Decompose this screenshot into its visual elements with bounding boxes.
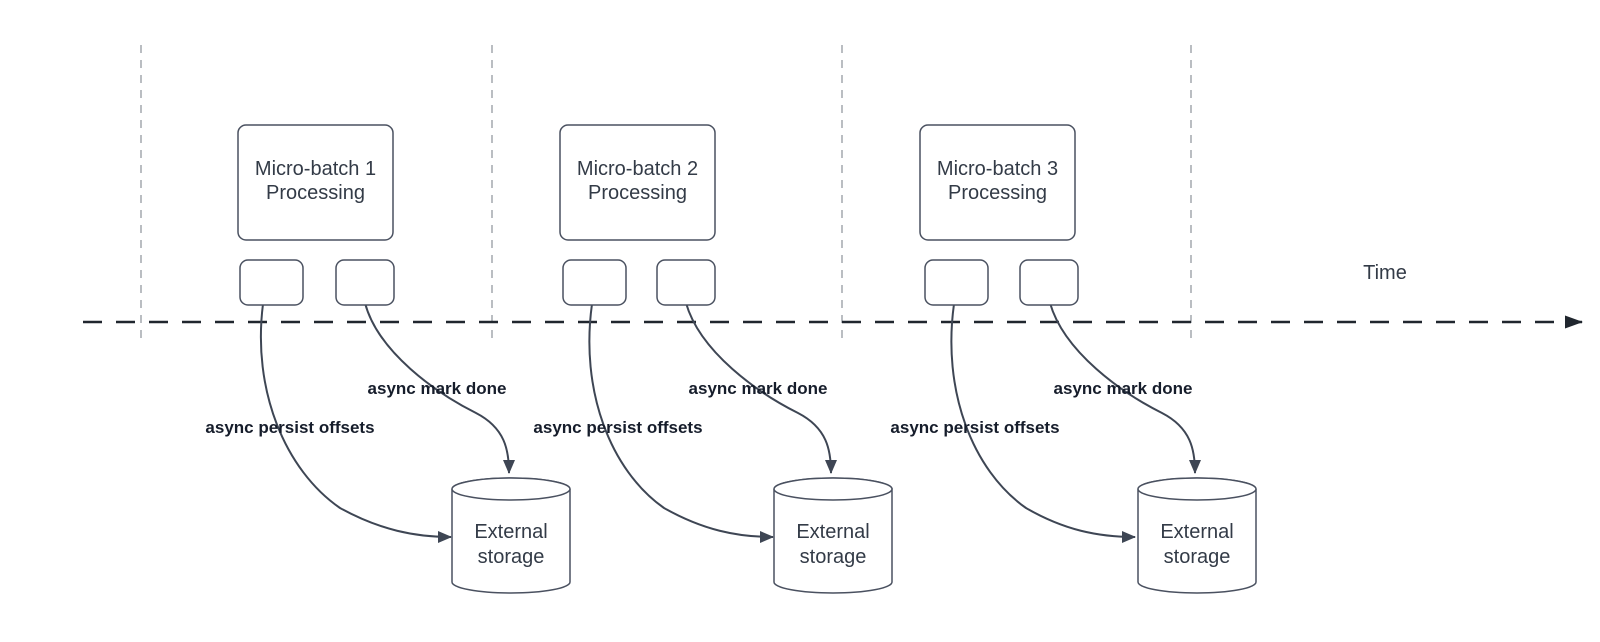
external-storage-cylinder-top [773, 477, 893, 501]
external-storage-label-line2: storage [1164, 546, 1231, 568]
external-storage-cylinder-top [1137, 477, 1257, 501]
external-storage-label-line1: External [474, 521, 547, 543]
persist-offsets-arrow [588, 303, 774, 543]
micro-batch-box [559, 124, 716, 241]
micro-batch-group-2: Micro-batch 2 Processing External storag… [533, 124, 893, 594]
mark-done-arrow [685, 302, 837, 474]
mark-done-arrow [364, 302, 515, 474]
mark-done-task-box [335, 259, 395, 306]
persist-offsets-task-box [562, 259, 627, 306]
micro-batch-box [919, 124, 1076, 241]
persist-offsets-arrow-label: async persist offsets [533, 418, 702, 437]
mark-done-task-box [656, 259, 716, 306]
micro-batch-title-line1: Micro-batch 2 [577, 158, 698, 180]
persist-offsets-arrow [950, 303, 1136, 543]
persist-offsets-arrow-label: async persist offsets [890, 418, 1059, 437]
external-storage-label-line2: storage [800, 546, 867, 568]
interval-guides [140, 45, 1192, 338]
micro-batch-box [237, 124, 394, 241]
micro-batch-group-3: Micro-batch 3 Processing External storag… [890, 124, 1257, 594]
external-storage-label-line1: External [1160, 521, 1233, 543]
micro-batch-group-1: Micro-batch 1 Processing External storag… [205, 124, 571, 594]
mark-done-arrow [1049, 302, 1201, 474]
external-storage-cylinder-top [451, 477, 571, 501]
time-axis-label: Time [1363, 262, 1407, 284]
mark-done-arrow-label: async mark done [1054, 379, 1193, 398]
micro-batch-title-line2: Processing [266, 182, 365, 204]
external-storage-label-line1: External [796, 521, 869, 543]
mark-done-task-box [1019, 259, 1079, 306]
micro-batch-title-line2: Processing [588, 182, 687, 204]
persist-offsets-arrow [259, 303, 452, 543]
mark-done-arrow-label: async mark done [689, 379, 828, 398]
mark-done-arrow-label: async mark done [368, 379, 507, 398]
micro-batch-title-line2: Processing [948, 182, 1047, 204]
micro-batch-title-line1: Micro-batch 1 [255, 158, 376, 180]
persist-offsets-arrow-label: async persist offsets [205, 418, 374, 437]
micro-batch-title-line1: Micro-batch 3 [937, 158, 1058, 180]
persist-offsets-task-box [239, 259, 304, 306]
persist-offsets-task-box [924, 259, 989, 306]
external-storage-label-line2: storage [478, 546, 545, 568]
